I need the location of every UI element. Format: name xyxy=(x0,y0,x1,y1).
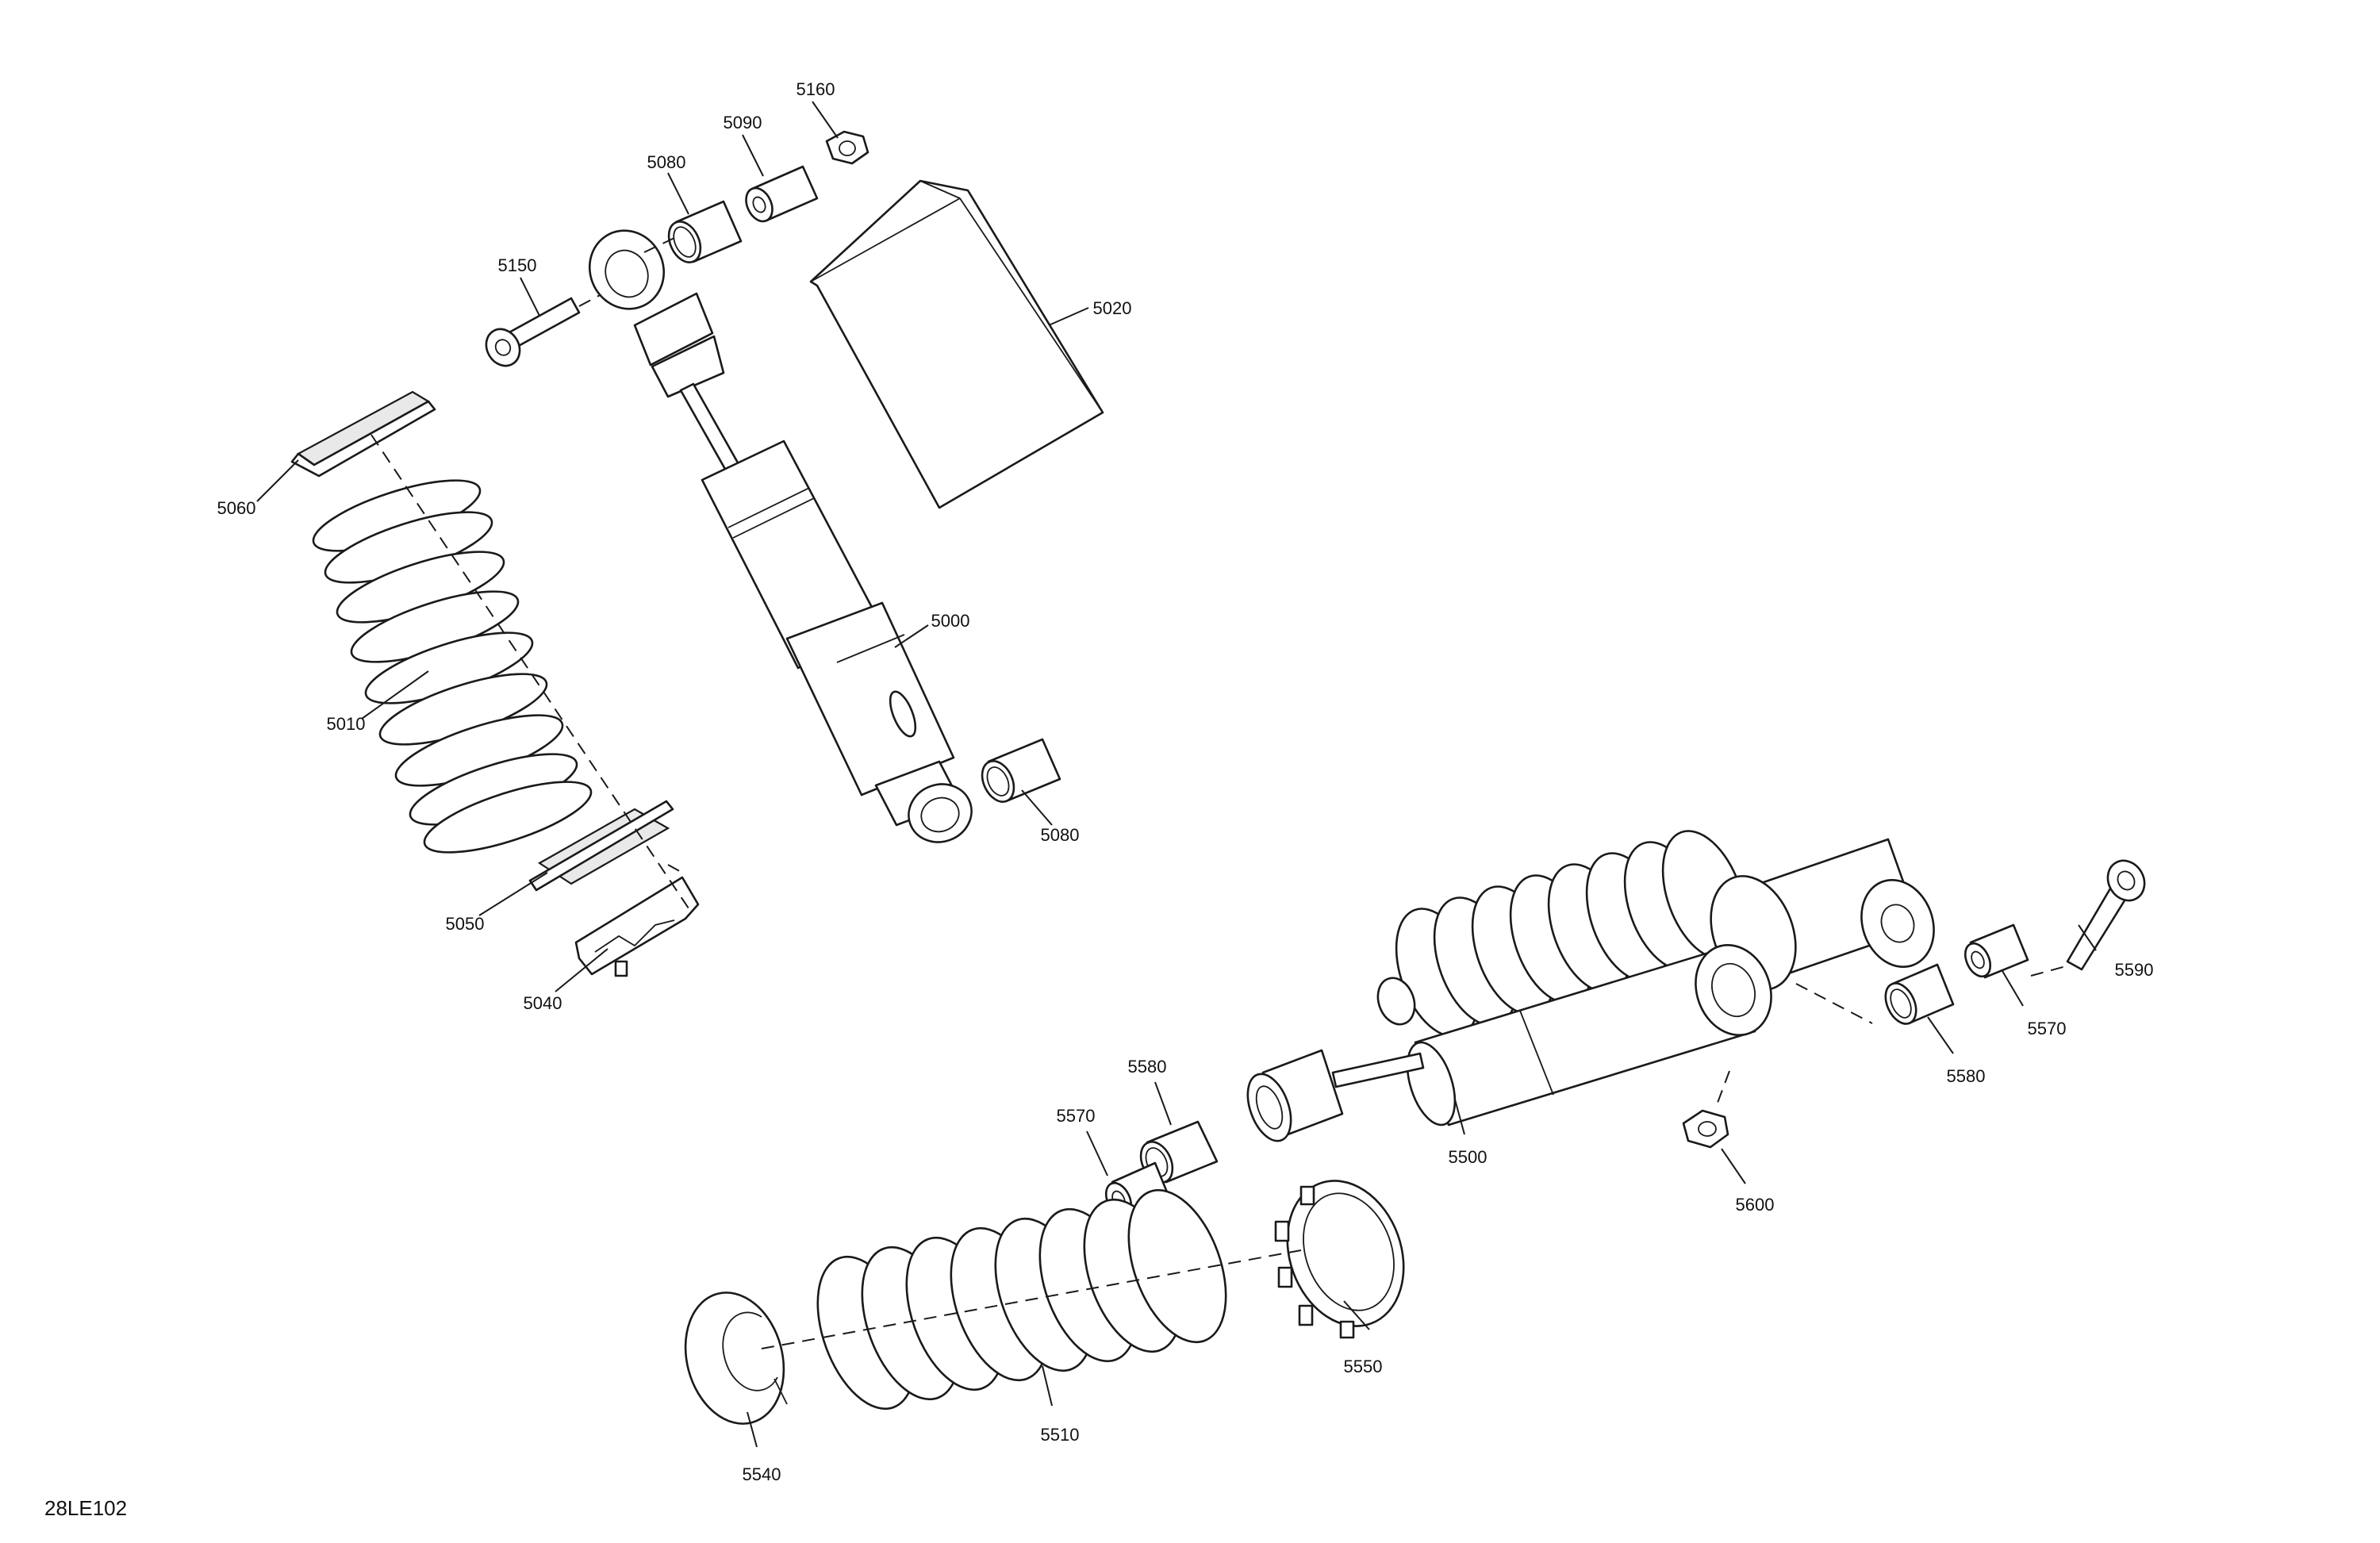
callout-5020: 5020 xyxy=(1093,298,1132,318)
part-5010-coil-spring xyxy=(312,479,593,854)
part-5090-spacer xyxy=(745,165,819,223)
callout-5570-left: 5570 xyxy=(1057,1106,1096,1126)
part-5500-shock-assembly xyxy=(1246,830,1935,1142)
callout-5580-left: 5580 xyxy=(1128,1057,1167,1077)
part-5600-nut xyxy=(1682,1109,1729,1149)
callout-5600: 5600 xyxy=(1736,1195,1775,1215)
part-5580-bushing-left xyxy=(1139,1120,1219,1184)
part-5020-cover xyxy=(809,179,1104,509)
assembly-axis-lower-right xyxy=(1795,983,1873,1024)
callout-5160: 5160 xyxy=(797,79,835,99)
part-5550-adjuster-ring xyxy=(1274,1180,1405,1339)
assembly-axis-nut xyxy=(1714,1070,1730,1110)
callout-5000: 5000 xyxy=(931,611,970,631)
callout-5540: 5540 xyxy=(743,1464,781,1484)
callout-5550: 5550 xyxy=(1344,1357,1383,1376)
callout-5570-right: 5570 xyxy=(2028,1019,2067,1038)
leader-lines xyxy=(256,101,2097,1448)
part-5080-bushing-top xyxy=(667,200,743,263)
callout-5510: 5510 xyxy=(1041,1425,1080,1445)
callout-5150: 5150 xyxy=(498,255,537,275)
callout-5580-right: 5580 xyxy=(1947,1066,1986,1086)
callout-5080-top: 5080 xyxy=(647,152,686,172)
part-5580-bushing-right xyxy=(1884,963,1955,1025)
callouts: 5160 5090 5080 5150 5020 5060 5000 5010 … xyxy=(217,79,2154,1484)
figure-reference: 28LE102 xyxy=(44,1496,127,1520)
part-5080-bushing-bottom xyxy=(981,738,1061,803)
part-5000-shock-absorber xyxy=(588,229,973,843)
callout-5060: 5060 xyxy=(217,498,256,518)
callout-5500: 5500 xyxy=(1449,1147,1488,1167)
part-5510-coil-spring xyxy=(816,1188,1227,1411)
callout-5080-bottom: 5080 xyxy=(1041,825,1080,845)
callout-5050: 5050 xyxy=(446,914,485,934)
part-5150-bolt xyxy=(485,293,604,367)
assembly-axis-lower xyxy=(761,1249,1302,1349)
part-5570-spacer-right xyxy=(1964,923,2029,979)
callout-5090: 5090 xyxy=(724,113,762,132)
part-5060-spring-seat xyxy=(290,390,436,478)
part-5590-bolt xyxy=(2030,859,2146,977)
part-5050-spring-seat-lower xyxy=(528,800,674,892)
callout-5590: 5590 xyxy=(2115,960,2154,980)
part-5540-retainer xyxy=(684,1292,788,1425)
callout-5010: 5010 xyxy=(327,714,366,734)
callout-5040: 5040 xyxy=(524,993,562,1013)
assembly-axis-upper-top xyxy=(643,237,675,253)
assembly-axis-upper xyxy=(370,434,691,912)
part-5160-nut xyxy=(825,130,869,165)
